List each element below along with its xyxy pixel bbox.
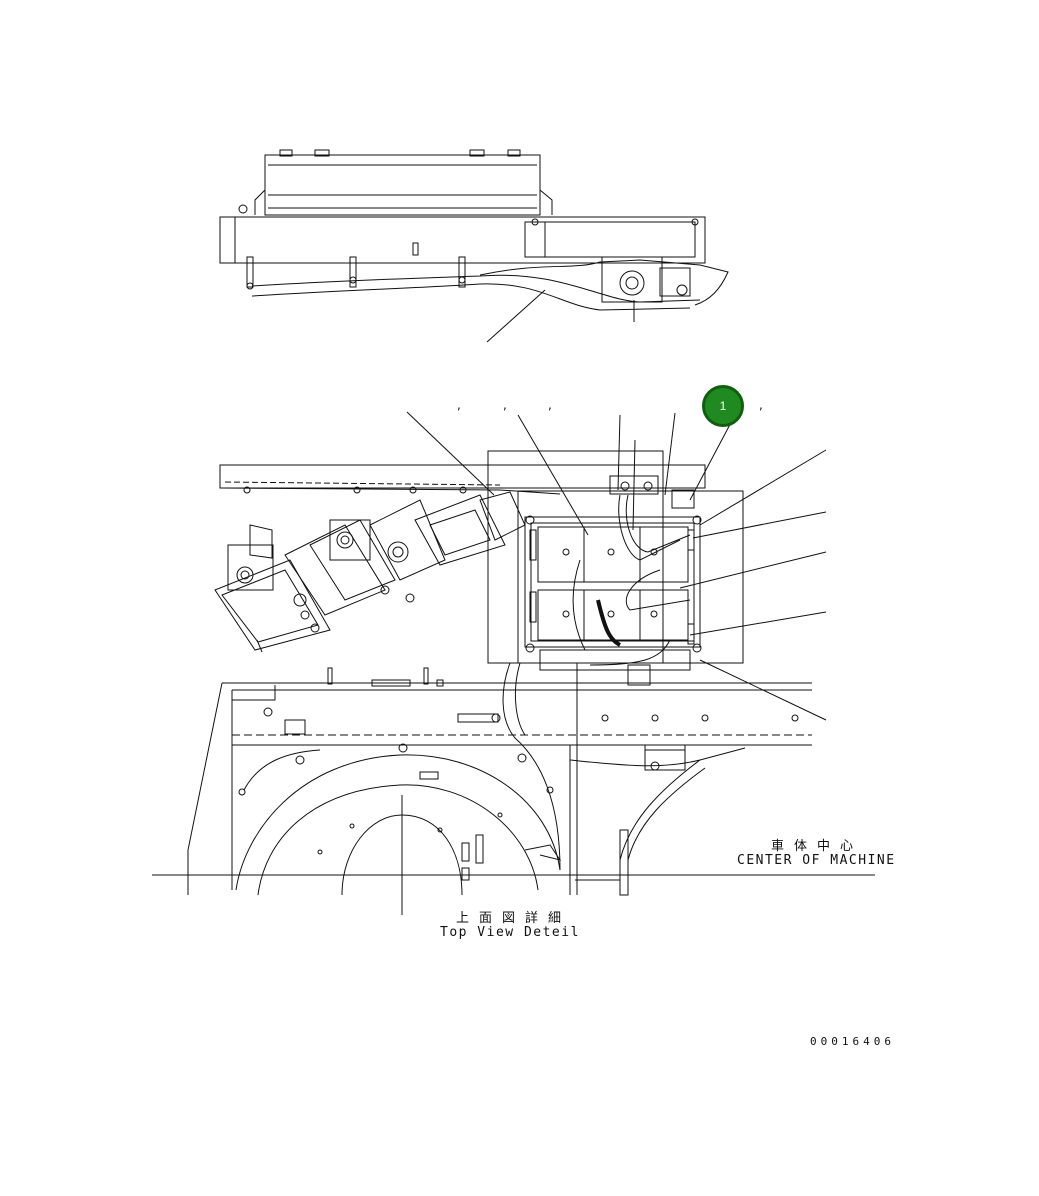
comma-marker-4: , [759,398,763,412]
comma-marker-3: , [548,398,552,412]
view-title-jp: 上面図詳細 [456,911,572,926]
callout-1-number: 1 [719,399,727,413]
center-label-en: CENTER OF MACHINE [737,853,896,868]
drawing-code: 00016406 [810,1035,895,1048]
comma-marker-2: , [503,398,507,412]
hydraulic-pumps [214,491,526,653]
side-view [219,149,729,343]
leader-lines [406,411,827,721]
callout-1-button[interactable]: 1 [702,385,744,427]
comma-marker-1: , [457,398,461,412]
center-label-jp: 車体中心 [771,839,864,854]
top-view [152,450,875,915]
view-title-en: Top View Deteil [440,925,580,940]
